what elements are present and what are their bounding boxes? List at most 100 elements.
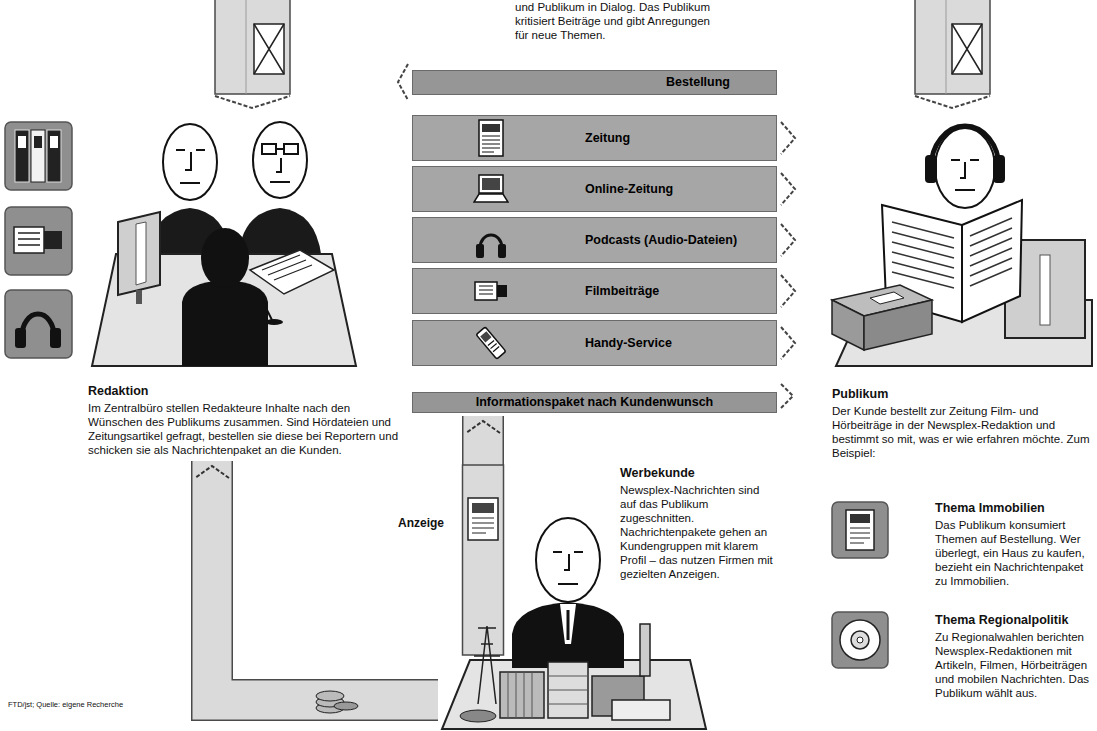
topic-icons	[832, 612, 888, 668]
media-icons	[44, 231, 62, 249]
editors-illustration	[201, 228, 249, 288]
media-icon	[473, 271, 509, 311]
editors-illustration	[265, 319, 283, 325]
media-icons	[5, 122, 72, 190]
media-icons	[50, 328, 61, 348]
media-icons	[5, 290, 72, 358]
audience-illustration	[951, 160, 979, 190]
audience-illustration	[931, 126, 999, 168]
band-chevrons	[781, 384, 793, 408]
node-heading: Thema Regionalpolitik	[935, 612, 1092, 628]
source-note: FTD/jst; Quelle: eigene Recherche	[8, 700, 238, 709]
band-chevrons	[781, 122, 795, 154]
advertiser-illustration	[536, 518, 600, 602]
advertiser-illustration	[553, 552, 583, 584]
text-block: WerbekundeNewsplex-Nachrichten sind auf …	[438, 465, 773, 728]
band-chevrons	[781, 275, 795, 307]
advertiser-illustration	[460, 710, 496, 722]
band-chevrons	[398, 64, 795, 408]
node-heading: Redaktion	[88, 383, 406, 399]
order-band: Bestellung	[412, 70, 777, 95]
node-heading: Thema Immobilien	[935, 500, 1092, 516]
mail-pipe	[952, 24, 982, 74]
editors-illustration	[262, 300, 272, 320]
coins	[334, 702, 358, 710]
node-text: Handy-Service	[585, 336, 672, 351]
media-icons	[50, 136, 58, 148]
advertiser-illustration	[640, 624, 650, 676]
mail-pipe	[215, 0, 290, 108]
node-text: Informationspaket nach Kundenwunsch	[476, 395, 714, 410]
media-icons	[15, 328, 26, 348]
topic-icons	[850, 514, 870, 523]
editors-illustration	[262, 144, 276, 154]
mail-pipe	[246, 0, 247, 94]
media-icon	[473, 220, 509, 260]
package-band: Informationspaket nach Kundenwunsch	[412, 392, 777, 413]
text-block: PublikumDer Kunde bestellt zur Zeitung F…	[832, 386, 1092, 460]
editors-illustration	[176, 150, 205, 183]
mail-pipe	[215, 96, 290, 108]
editors-illustration	[284, 144, 298, 154]
mail-pipe	[946, 0, 947, 94]
media-icon	[476, 327, 506, 359]
node-text: Der Kunde bestellt zur Zeitung Film- und…	[832, 404, 1092, 460]
audience-illustration	[962, 200, 1022, 322]
topic-icons	[832, 502, 888, 558]
editors-illustration	[92, 122, 356, 366]
advertiser-illustration	[468, 498, 498, 540]
advertiser-illustration	[472, 518, 494, 533]
mail-pipe	[254, 24, 284, 74]
audience-illustration	[970, 218, 1012, 286]
advertiser-illustration	[474, 626, 500, 704]
advertiser-illustration	[500, 672, 544, 718]
advertiser-illustration	[560, 604, 576, 644]
audience-illustration	[832, 126, 1092, 366]
advertiser-illustration	[472, 503, 494, 513]
editors-illustration	[136, 222, 146, 285]
editors-illustration	[182, 280, 268, 366]
text-block: Redaktion Im Zentralbüro stellen Redakteu…	[88, 383, 406, 457]
media-icons	[14, 227, 44, 253]
audience-illustration	[993, 155, 1005, 183]
topic-icons	[846, 510, 874, 550]
editors-illustration	[163, 124, 217, 200]
node-text: Bestellung	[666, 75, 730, 90]
arrow-head	[195, 466, 229, 478]
advertiser-illustration	[567, 610, 570, 640]
mail-pipe	[952, 24, 982, 74]
band-chevrons	[398, 64, 408, 100]
media-icon	[475, 282, 507, 300]
pipe-outline	[212, 461, 438, 700]
topic-icons	[851, 631, 869, 649]
audience-illustration	[864, 300, 932, 350]
topic-icons	[850, 528, 870, 543]
media-icon	[476, 235, 506, 258]
media-icon	[473, 169, 509, 209]
media-icon	[479, 120, 503, 156]
mail-pipe	[915, 0, 990, 94]
node-text: Zeitung	[585, 131, 630, 146]
advertiser-illustration	[548, 676, 588, 704]
node-text: Podcasts (Audio-Dateien)	[585, 233, 737, 248]
node-text: Newsplex-Nachrichten sind auf das Publik…	[620, 483, 773, 581]
text-block: Thema RegionalpolitikZu Regionalwahlen b…	[832, 612, 1092, 700]
editors-illustration	[250, 250, 334, 294]
media-band: Handy-Service	[412, 320, 777, 366]
media-icons	[47, 130, 61, 182]
arrow-head	[466, 421, 500, 433]
advertiser-illustration	[508, 672, 532, 718]
audience-illustration	[935, 128, 995, 208]
media-band: Filmbeiträge	[412, 268, 777, 314]
node-heading: Werbekunde	[620, 465, 773, 481]
node-text: Das Publikum konsumiert Themen auf Beste…	[935, 518, 1092, 588]
media-icon	[474, 175, 508, 202]
media-icons	[22, 314, 54, 336]
node-text: Im Zentralbüro stellen Redakteure Inhalt…	[88, 401, 406, 457]
pipe-connector	[466, 416, 500, 465]
coins	[316, 691, 344, 701]
media-icons	[18, 233, 40, 245]
editors-illustration	[262, 255, 312, 280]
audience-illustration	[925, 155, 937, 183]
editors-illustration	[118, 212, 160, 295]
